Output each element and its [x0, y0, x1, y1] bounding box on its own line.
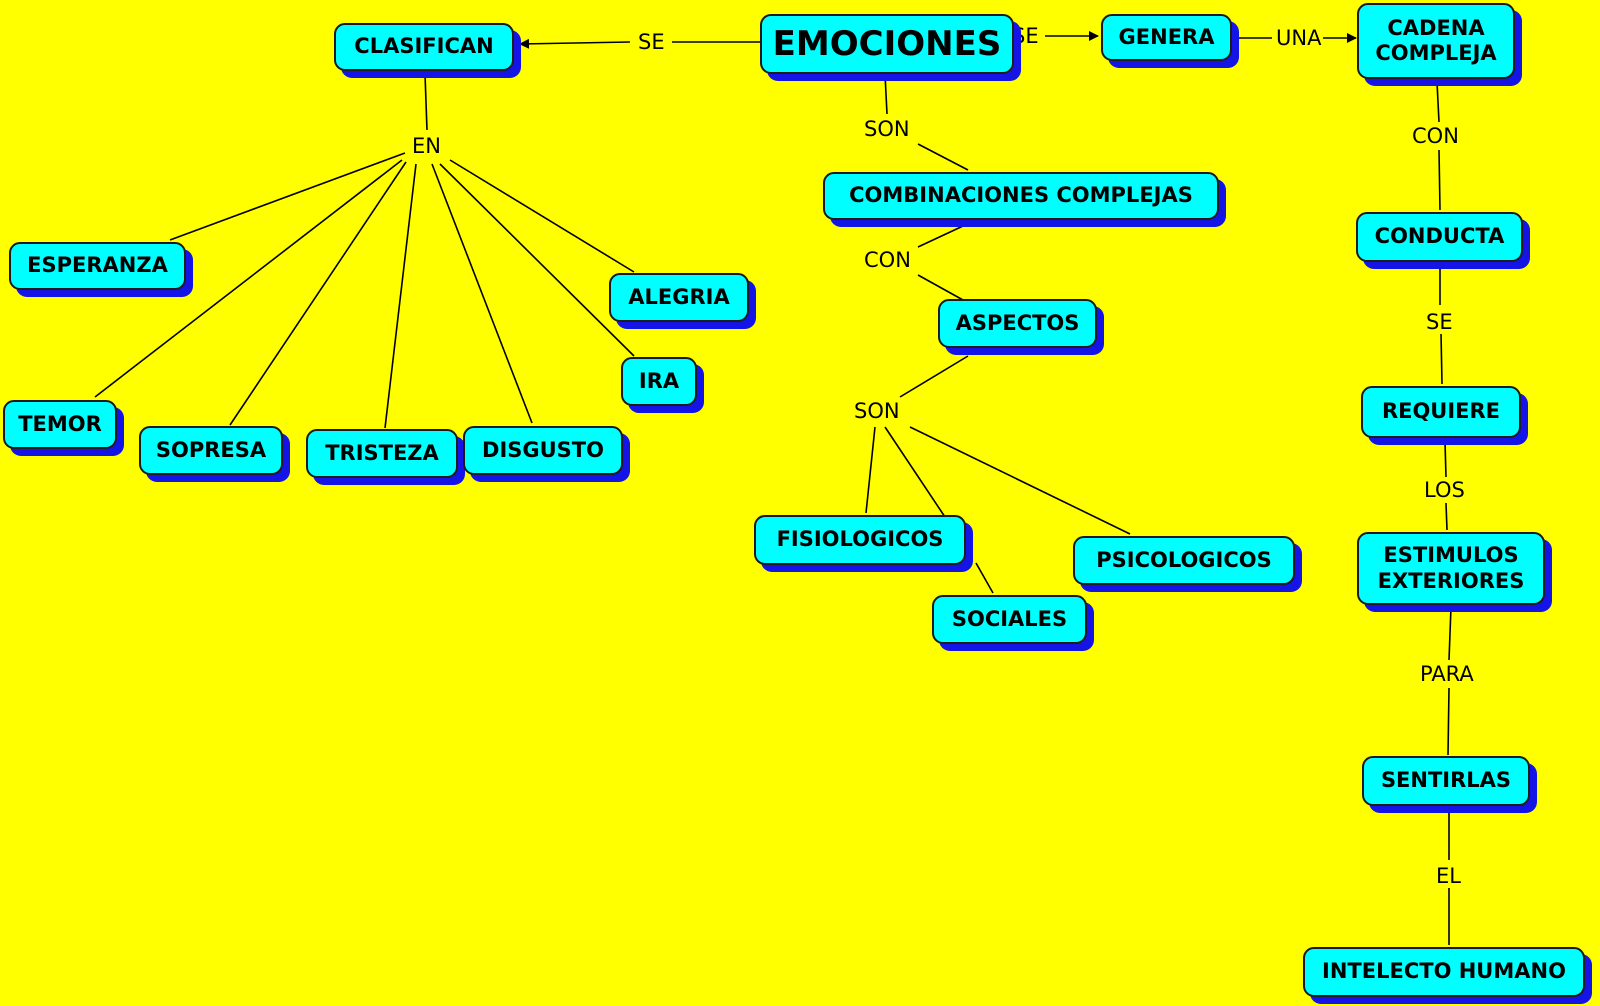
concept-genera[interactable]: GENERA — [1101, 14, 1232, 61]
concept-cadena-compleja[interactable]: CADENA COMPLEJA — [1357, 3, 1515, 79]
link-label-el: EL — [1434, 864, 1463, 888]
concept-esperanza[interactable]: ESPERANZA — [9, 242, 186, 290]
concept-tristeza[interactable]: TRISTEZA — [306, 429, 458, 478]
link-label-en: EN — [410, 134, 443, 158]
link-label-con: CON — [862, 248, 913, 272]
concept-combinaciones-complejas[interactable]: COMBINACIONES COMPLEJAS — [823, 172, 1219, 220]
concept-intelecto-humano[interactable]: INTELECTO HUMANO — [1303, 947, 1585, 997]
concept-emociones[interactable]: EMOCIONES — [760, 14, 1014, 74]
concept-psicologicos[interactable]: PSICOLOGICOS — [1073, 536, 1295, 585]
concept-fisiologicos[interactable]: FISIOLOGICOS — [754, 515, 966, 565]
link-label-los: LOS — [1422, 478, 1467, 502]
concept-estimulos-exteriores[interactable]: ESTIMULOS EXTERIORES — [1357, 532, 1545, 605]
link-label-son: SON — [852, 399, 902, 423]
link-label-para: PARA — [1418, 662, 1476, 686]
link-label-con: CON — [1410, 124, 1461, 148]
link-label-se: SE — [1424, 310, 1455, 334]
concept-disgusto[interactable]: DISGUSTO — [463, 426, 623, 475]
concept-clasifican[interactable]: CLASIFICAN — [334, 23, 514, 71]
concept-alegria[interactable]: ALEGRIA — [609, 273, 749, 322]
link-label-son: SON — [862, 117, 912, 141]
concept-temor[interactable]: TEMOR — [3, 400, 117, 449]
concept-sentirlas[interactable]: SENTIRLAS — [1362, 756, 1530, 806]
concept-requiere[interactable]: REQUIERE — [1361, 386, 1521, 438]
concept-sopresa[interactable]: SOPRESA — [139, 426, 283, 475]
concept-aspectos[interactable]: ASPECTOS — [938, 299, 1097, 348]
link-label-una: UNA — [1274, 26, 1324, 50]
link-label-se-genera: SE — [1010, 24, 1041, 48]
concept-conducta[interactable]: CONDUCTA — [1356, 212, 1523, 262]
link-label-se-clasifican: SE — [636, 30, 667, 54]
concept-ira[interactable]: IRA — [621, 357, 697, 406]
concept-sociales[interactable]: SOCIALES — [932, 595, 1087, 644]
